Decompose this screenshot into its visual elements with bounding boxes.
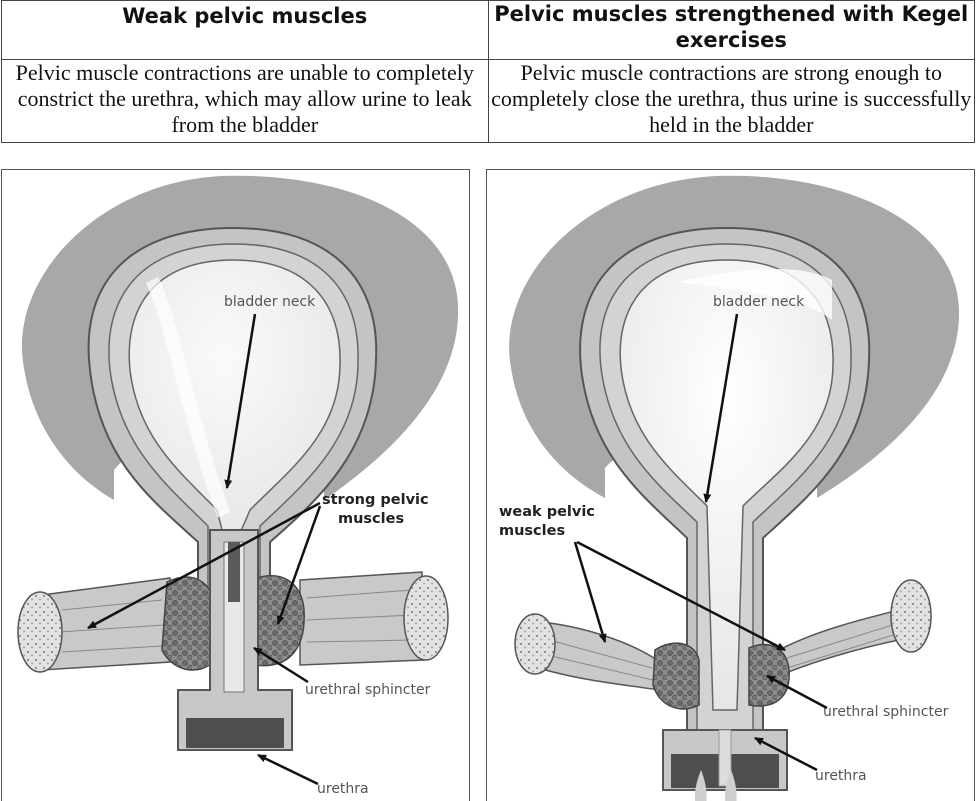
left-bladder-diagram: bladder neck strong pelvic muscles ureth… (2, 170, 470, 801)
right-muscles-arrow-1 (575, 542, 605, 642)
left-muscles-label-line1: strong pelvic (322, 492, 429, 508)
right-urethra (663, 730, 787, 790)
left-bladder-neck-label: bladder neck (224, 294, 316, 310)
right-diagram-panel: bladder neck weak pelvic muscles urethra… (486, 169, 975, 801)
left-urethra-label: urethra (317, 781, 369, 797)
right-muscles-label-line2: muscles (499, 523, 565, 539)
left-sphincter-label: urethral sphincter (305, 682, 431, 698)
right-weak-muscle-right (779, 580, 931, 675)
right-bladder-neck-label: bladder neck (713, 294, 805, 310)
comparison-table: Weak pelvic muscles Pelvic muscles stren… (1, 0, 975, 143)
left-diagram-panel: bladder neck strong pelvic muscles ureth… (1, 169, 470, 801)
right-weak-muscle-left (515, 614, 659, 690)
right-urethra-label: urethra (815, 768, 867, 784)
weak-muscles-heading: Weak pelvic muscles (2, 1, 489, 60)
strengthened-muscles-description: Pelvic muscle contractions are strong en… (488, 60, 975, 143)
left-urethra-arrow (258, 755, 318, 784)
left-muscles-label-line2: muscles (338, 511, 404, 527)
weak-muscles-description: Pelvic muscle contractions are unable to… (2, 60, 489, 143)
right-bladder-diagram: bladder neck weak pelvic muscles urethra… (487, 170, 975, 801)
right-sphincter-label: urethral sphincter (823, 704, 949, 720)
strengthened-muscles-heading: Pelvic muscles strengthened with Kegel e… (488, 1, 975, 60)
right-muscles-label-line1: weak pelvic (499, 504, 595, 520)
right-pelvic-muscle (300, 572, 448, 665)
